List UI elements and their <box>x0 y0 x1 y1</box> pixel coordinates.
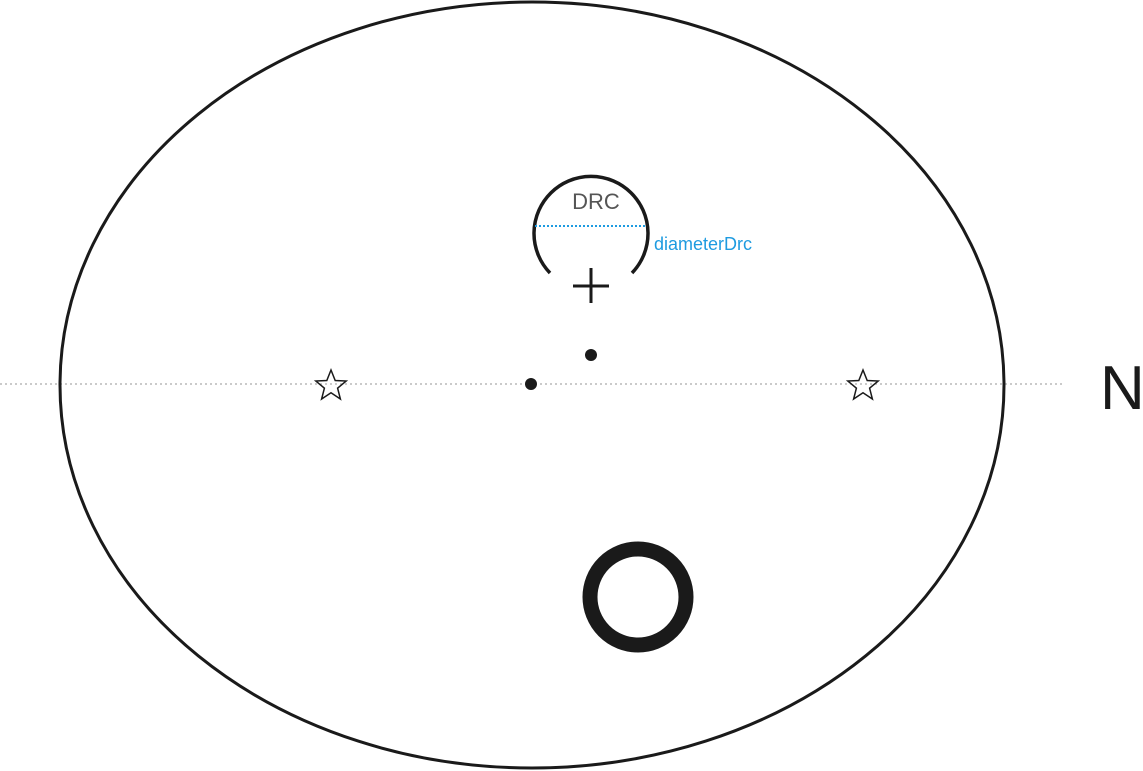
ring-icon <box>582 541 694 653</box>
outer-ellipse <box>58 0 1006 770</box>
star-outline-icon <box>845 367 881 401</box>
dot-center <box>525 378 537 390</box>
drc-label: DRC <box>572 189 620 214</box>
drc-arc <box>532 174 650 275</box>
dot-upper <box>585 349 597 361</box>
star-outline-icon <box>313 367 349 401</box>
plus-icon <box>573 268 609 303</box>
north-label: N <box>1100 354 1143 423</box>
diameter-label: diameterDrc <box>654 234 752 254</box>
